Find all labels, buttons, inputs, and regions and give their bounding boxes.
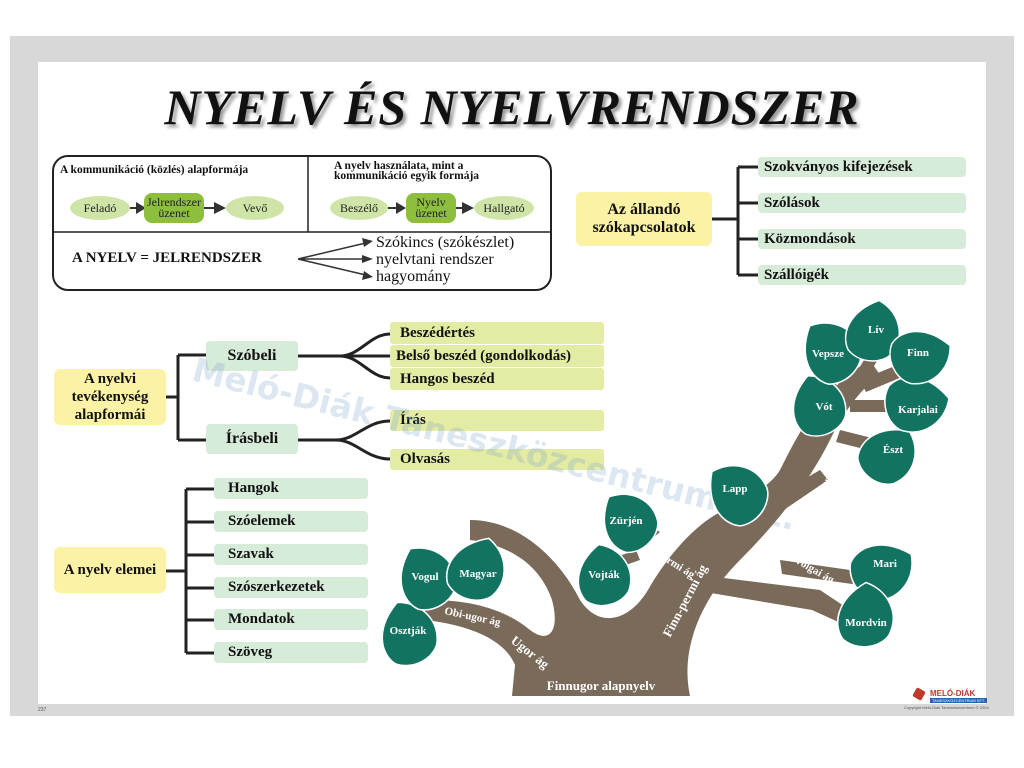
communication-left-title: A kommunikáció (közlés) alapformája — [60, 164, 249, 176]
leaf-label: Osztják — [390, 625, 428, 637]
leaf-label: Zürjén — [610, 515, 643, 527]
leaf-label: Vót — [815, 401, 832, 413]
activity-label: A nyelvi tevékenység alapformái — [54, 369, 166, 425]
oral-item: Belső beszéd (gondolkodás) — [390, 345, 604, 367]
element-item: Mondatok — [214, 609, 368, 630]
written-item: Olvasás — [390, 449, 604, 470]
communication-right-title-line1: A nyelv használata, mint a — [334, 160, 464, 172]
sender-node: Feladó — [70, 196, 130, 220]
communication-box — [52, 155, 552, 291]
receiver-node: Vevő — [226, 196, 284, 220]
vocabulary-label: Szókincs (szókészlet) — [376, 234, 515, 251]
listener-node: Hallgató — [474, 196, 534, 220]
written-label: Írásbeli — [206, 424, 298, 454]
fixed-phrase-item: Szállóigék — [758, 265, 966, 285]
element-item: Szöveg — [214, 642, 368, 663]
leaf-label: Lív — [868, 324, 884, 336]
written-item: Írás — [390, 410, 604, 431]
leaf-label: Finn — [907, 347, 929, 359]
leaf-label: Észt — [883, 444, 904, 456]
leaf-label: Vogul — [411, 571, 438, 583]
communication-right-title-line2: kommunikáció egyik formája — [334, 170, 480, 182]
poster-code: 237 — [38, 707, 47, 713]
trunk-label: Finnugor alapnyelv — [547, 678, 656, 693]
fixed-phrase-item: Közmondások — [758, 229, 966, 249]
element-item: Szószerkezetek — [214, 577, 368, 598]
fixed-phrases-label: Az állandó szókapcsolatok — [576, 192, 712, 246]
oral-item: Hangos beszéd — [390, 368, 604, 390]
leaf-label: Vojták — [588, 569, 620, 581]
tradition-label: hagyomány — [376, 268, 451, 285]
fixed-phrase-item: Szokványos kifejezések — [758, 157, 966, 177]
language-equation: A NYELV = JELRENDSZER — [72, 250, 262, 266]
leaf-label: Lapp — [722, 483, 747, 495]
element-item: Szavak — [214, 544, 368, 565]
page-title: NYELV ÉS NYELVRENDSZER — [164, 79, 860, 135]
leaf-label: Mordvin — [845, 617, 887, 629]
copyright: Copyright Meló-Diák Taneszközcentrum © 2… — [904, 705, 990, 710]
oral-label: Szóbeli — [206, 341, 298, 371]
oral-item: Beszédértés — [390, 322, 604, 344]
leaf-label: Mari — [873, 558, 897, 570]
logo-text: MELÓ-DIÁK — [930, 689, 976, 698]
leaf-label: Karjalai — [898, 404, 938, 416]
leaf-label: Magyar — [459, 568, 496, 580]
language-message-node: Nyelv üzenet — [406, 193, 456, 223]
speaker-node: Beszélő — [330, 196, 388, 220]
grammar-label: nyelvtani rendszer — [376, 251, 494, 268]
logo-subtext: TANESZKÖZCENTRUM KFT. — [930, 698, 988, 703]
leaf-label: Vepsze — [812, 348, 844, 360]
code-message-node: Jelrendszer üzenet — [144, 193, 204, 223]
fixed-phrase-item: Szólások — [758, 193, 966, 213]
element-item: Szóelemek — [214, 511, 368, 532]
element-item: Hangok — [214, 478, 368, 499]
elements-label: A nyelv elemei — [54, 547, 166, 593]
